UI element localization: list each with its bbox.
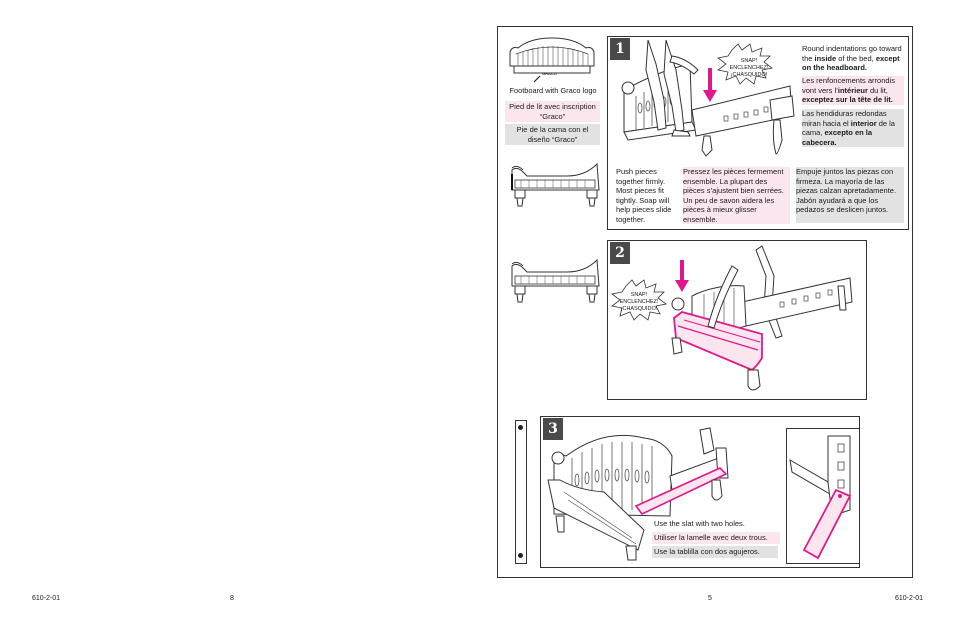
step-1-illustration: [621, 39, 795, 157]
step-1-note-es: Las hendiduras redondas miran hacia el i…: [802, 109, 904, 147]
step-2-snap-label: SNAP! ENCLENCHEZ! ¡CHASQUIDO!: [619, 292, 659, 312]
caption-es: Pie de la cama con el diseño “Graco”: [505, 124, 600, 145]
step-1-push-en: Push pieces together firmly. Most pieces…: [616, 167, 672, 224]
step-2-illustration: [611, 245, 853, 391]
step-1-push-es: Empuje juntos las piezas con firmeza. La…: [796, 167, 904, 223]
footer-left-page-number: 8: [230, 595, 234, 602]
step-1-push-fr: Pressez les pièces fermement ensemble. L…: [683, 167, 790, 224]
step-1-note-en-b2: except on the headboard.: [802, 53, 900, 73]
step-1-note-fr-b2: exceptez sur la tête de lit.: [802, 95, 893, 104]
step-1-note-en-mid: of the bed,: [836, 53, 876, 63]
step-1-note-es-mid: de la cama,: [802, 118, 895, 138]
step-3-illustration: [547, 427, 729, 561]
caption-fr: Pied de lit avec inscription “Graco”: [505, 101, 600, 122]
step-1-note-en-pre: Round indentations go toward the: [802, 44, 902, 63]
caption-en: Footboard with Graco logo: [509, 86, 597, 95]
step-3-detail-illustration: [789, 435, 852, 560]
step-1-note-es-b2: excepto en la cabecera.: [802, 128, 873, 147]
step-1-note-fr: Les renfoncements arrondis vont vers l’i…: [802, 76, 904, 105]
step-3-use-en: Use the slat with two holes.: [654, 519, 745, 528]
step-3-use-fr: Utiliser la lamelle avec deux trous.: [652, 532, 780, 544]
footer-right-page-number: 5: [708, 595, 712, 602]
step-1-note-fr-mid: du lit,: [867, 85, 888, 95]
footboard-side-view-2: [511, 258, 600, 303]
instruction-frame: [497, 26, 913, 578]
step-3-use-es: Use la tablilla con dos agujeros.: [652, 546, 778, 558]
step-1-note-es-pre: Las hendiduras redondas miran hacia el: [802, 109, 887, 128]
step-3-number: 3: [543, 418, 563, 440]
slat-hole-bottom-icon: [518, 553, 523, 558]
graco-logo-stamp: GRACO: [542, 71, 557, 76]
footer-left-code: 610-2-01: [32, 595, 61, 602]
footboard-logo-illustration: [509, 37, 595, 83]
step-1-note-fr-b1: intérieur: [837, 85, 868, 95]
step-1-note-fr-pre: Les renfoncements arrondis vont vers l’: [802, 76, 895, 95]
step-2-number: 2: [610, 242, 630, 264]
slat-hole-top-icon: [518, 425, 523, 430]
step-1-snap-label: SNAP! ENCLENCHEZ! ¡CHASQUIDO!: [729, 58, 769, 78]
step-1-number: 1: [610, 38, 630, 60]
step-1-note-en: Round indentations go toward the inside …: [802, 44, 904, 73]
step-1-note-en-b1: inside: [814, 53, 837, 63]
step-1-note-es-b1: interior: [850, 118, 877, 128]
footer-right-code: 610-2-01: [895, 595, 924, 602]
footboard-side-view-1: [511, 162, 600, 207]
slat-diagram: [515, 420, 527, 564]
